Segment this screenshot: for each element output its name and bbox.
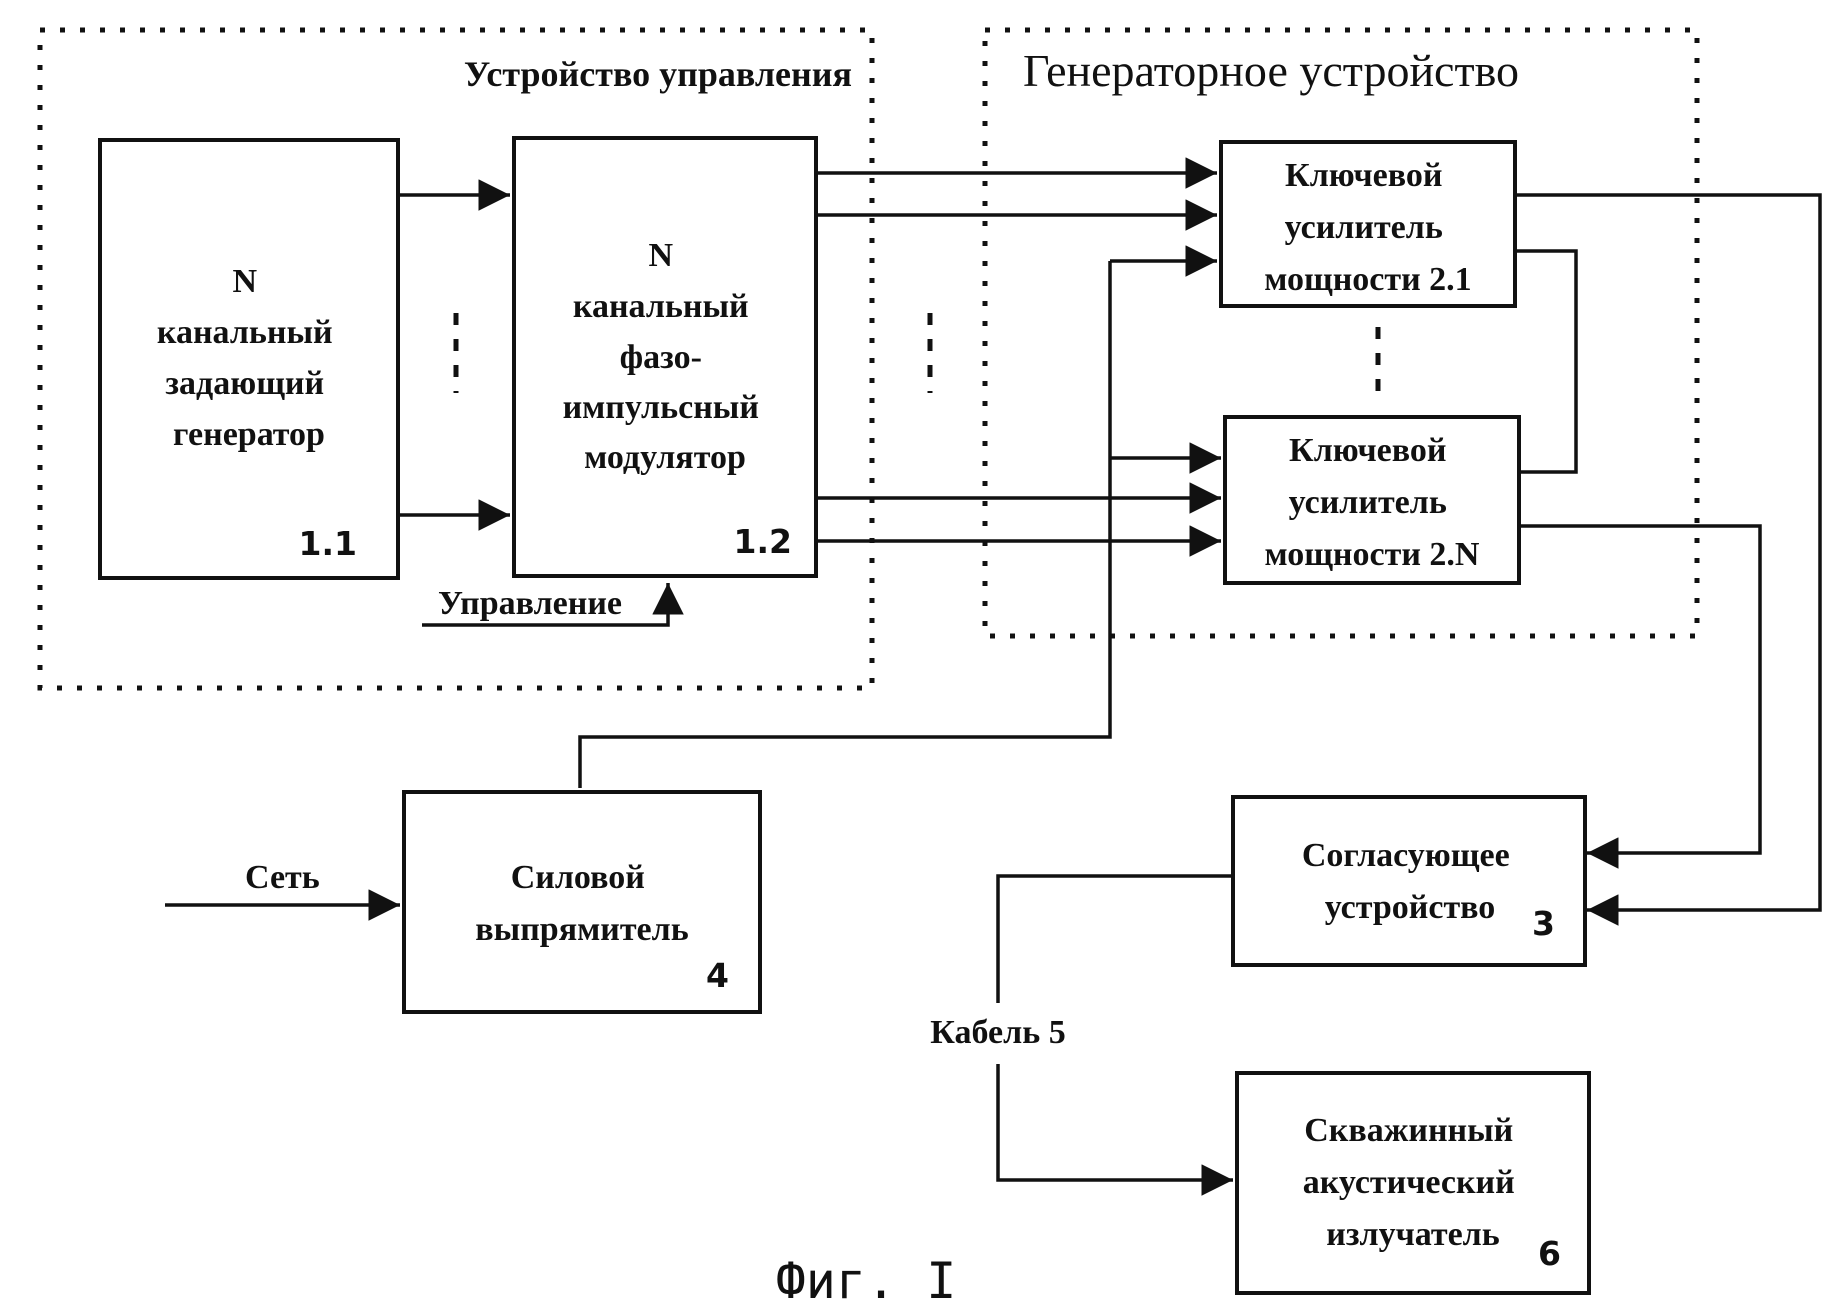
svg-text:Ключевой усилитель: Ключевой усилитель мощности 2.N xyxy=(1265,432,1480,573)
match-line-2: устройство xyxy=(1325,889,1496,926)
amp1-line-2: усилитель xyxy=(1285,209,1443,246)
osc-line-3: задающий xyxy=(165,365,324,402)
osc-line-4: генератор xyxy=(173,416,325,453)
rect-number: 4 xyxy=(706,956,729,995)
amp1-line-1: Ключевой xyxy=(1285,157,1442,194)
mod-line-1: N xyxy=(648,237,673,274)
figure-caption: Фиг. I xyxy=(776,1252,957,1310)
osc-line-2: канальный xyxy=(157,314,333,351)
wire-cable-upper xyxy=(998,876,1231,1003)
block-downhole-acoustic-emitter: Скважинный акустический излучатель 6 xyxy=(1237,1073,1589,1293)
emit-line-2: акустический xyxy=(1303,1164,1515,1201)
generator-unit-title: Генераторное устройство xyxy=(1023,45,1519,96)
block-pulse-phase-modulator: N канальный фазо- импульсный модулятор 1… xyxy=(514,138,816,576)
emit-line-1: Скважинный xyxy=(1304,1112,1513,1149)
mains-label: Сеть xyxy=(245,859,320,896)
block-master-oscillator: N канальный задающий генератор 1.1 xyxy=(100,140,398,578)
block-power-amplifier-n: Ключевой усилитель мощности 2.N xyxy=(1225,417,1519,583)
ampn-line-3: мощности 2.N xyxy=(1265,536,1480,573)
ampn-line-2: усилитель xyxy=(1289,484,1447,521)
mod-line-2: канальный xyxy=(573,288,749,325)
block-power-amplifier-1: Ключевой усилитель мощности 2.1 xyxy=(1221,142,1515,306)
mod-line-3: фазо- xyxy=(620,339,702,376)
cable-label: Кабель 5 xyxy=(930,1014,1065,1051)
svg-text:Ключевой усилитель: Ключевой усилитель мощности 2.1 xyxy=(1264,157,1471,298)
control-input-label: Управление xyxy=(438,585,622,622)
svg-text:Скважинный акустический: Скважинный акустический излучатель xyxy=(1303,1112,1524,1253)
rect-line-1: Силовой xyxy=(511,859,645,896)
control-unit-title: Устройство управления xyxy=(464,54,852,94)
osc-line-1: N xyxy=(232,263,257,300)
mod-number: 1.2 xyxy=(734,522,792,561)
rect-line-2: выпрямитель xyxy=(475,911,688,948)
block-matching-device: Согласующее устройство 3 xyxy=(1233,797,1585,965)
emit-line-3: излучатель xyxy=(1326,1216,1499,1253)
wire-cable-lower xyxy=(998,1064,1233,1180)
amp1-line-3: мощности 2.1 xyxy=(1264,261,1471,298)
ampn-line-1: Ключевой xyxy=(1289,432,1446,469)
mod-line-5: модулятор xyxy=(584,439,746,476)
match-line-1: Согласующее xyxy=(1302,837,1510,874)
mod-line-4: импульсный xyxy=(563,389,759,426)
match-number: 3 xyxy=(1532,904,1555,943)
block-power-rectifier: Силовой выпрямитель 4 xyxy=(404,792,760,1012)
wire-amp1-n-bridge xyxy=(1515,251,1576,472)
osc-number: 1.1 xyxy=(299,524,357,563)
emit-number: 6 xyxy=(1538,1234,1561,1273)
